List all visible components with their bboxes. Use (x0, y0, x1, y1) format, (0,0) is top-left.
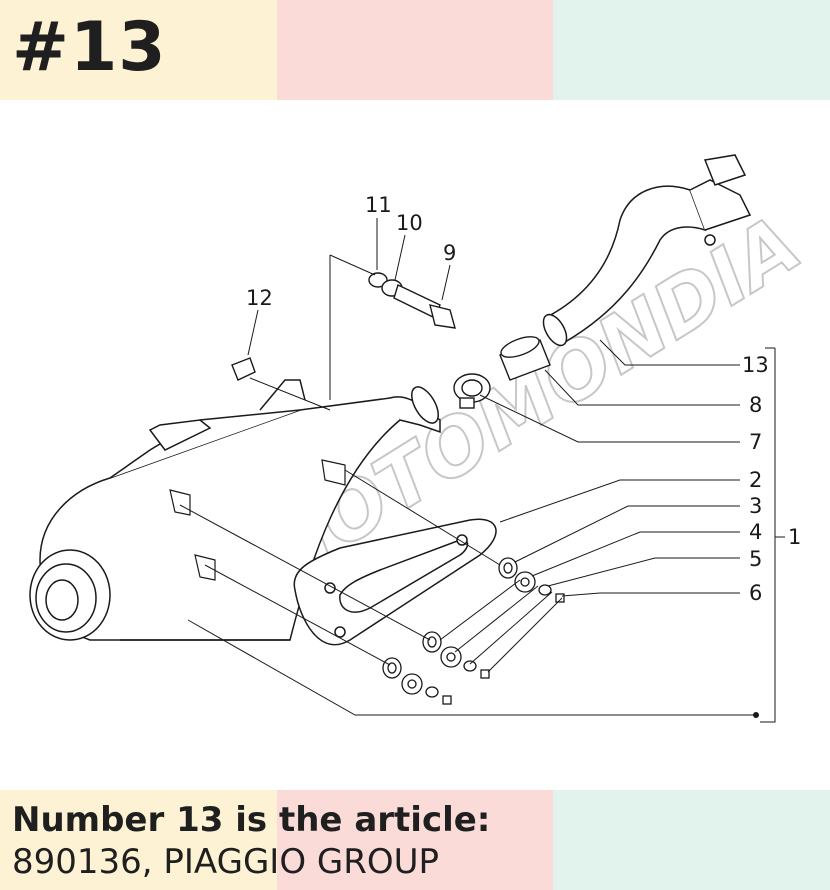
nut-part (231, 357, 256, 381)
part-number-title: #13 (12, 8, 167, 87)
band-mint (553, 0, 830, 100)
exploded-parts-diagram: MOTOMONDIA (29, 154, 817, 723)
band-yellow (0, 0, 277, 100)
callout-1: 1 (788, 525, 801, 549)
heat-shield (293, 518, 497, 646)
footer-band (0, 790, 830, 890)
exhaust-pipe (542, 154, 752, 347)
callout-8: 8 (749, 393, 762, 417)
footer-band-mint (553, 790, 830, 890)
bolt-assembly (368, 272, 456, 329)
callout-13: 13 (742, 353, 769, 377)
watermark-text: MOTOMONDIA (237, 199, 816, 607)
callout-4: 4 (749, 520, 762, 544)
footer-band-pink (277, 790, 553, 890)
callout-10: 10 (396, 211, 423, 235)
callout-2: 2 (749, 468, 762, 492)
callout-5: 5 (749, 547, 762, 571)
callout-12: 12 (246, 286, 273, 310)
leader-end-dot (753, 712, 759, 718)
leader-lines (179, 218, 785, 723)
callout-3: 3 (749, 494, 762, 518)
band-pink (277, 0, 553, 100)
callout-9: 9 (443, 241, 456, 265)
footer-band-yellow (0, 790, 277, 890)
muffler-brackets (169, 459, 346, 581)
callout-7: 7 (749, 430, 762, 454)
caption-heading: Number 13 is the article: (12, 800, 491, 840)
header-band (0, 0, 830, 100)
callout-labels: 11 10 9 12 13 8 7 2 3 4 5 6 1 (246, 193, 801, 605)
fastener-set (382, 557, 565, 705)
gasket-part (499, 336, 551, 381)
muffler-assembly (29, 379, 441, 641)
callout-6: 6 (749, 581, 762, 605)
callout-11: 11 (365, 193, 392, 217)
caption-article: 890136, PIAGGIO GROUP (12, 842, 440, 882)
